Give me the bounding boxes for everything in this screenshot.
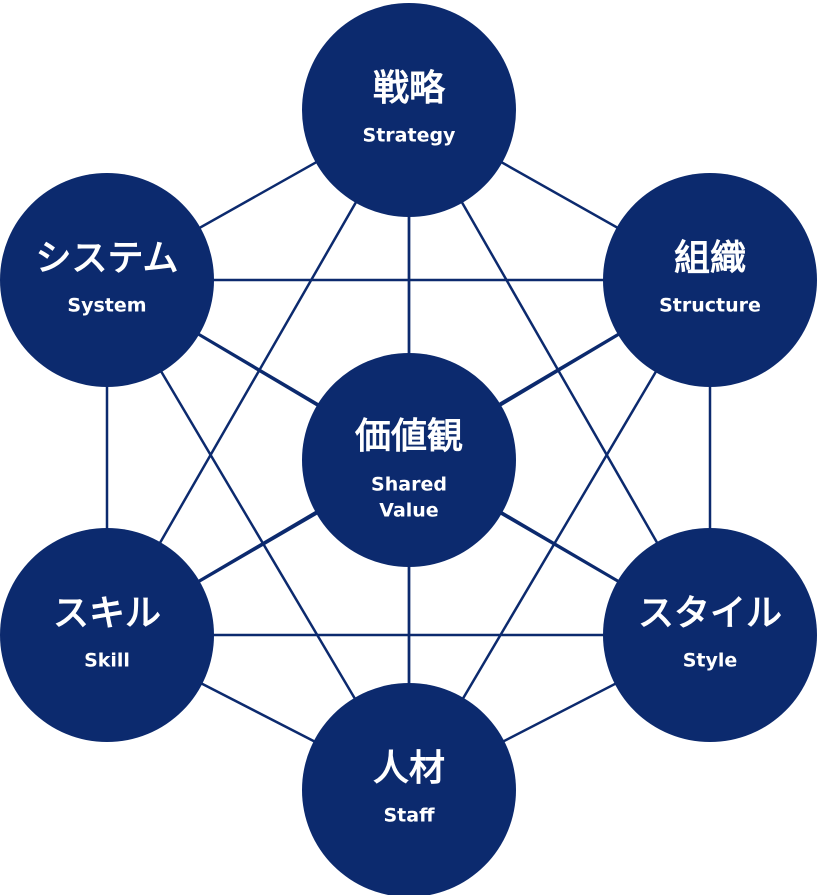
node-circle-shared-value (302, 353, 516, 567)
node-label-jp-staff: 人材 (373, 748, 445, 789)
node-label-jp-style: スタイル (638, 593, 782, 634)
node-label-en-shared-value-0: Shared (371, 474, 447, 496)
node-label-jp-structure: 組織 (674, 238, 746, 279)
node-strategy: 戦略 Strategy (302, 3, 516, 217)
nodes: 戦略 Strategy 組織 Structure スタイル Style 人材 Staff スキル… (0, 3, 817, 895)
node-skill: スキル Skill (0, 528, 214, 742)
node-structure: 組織 Structure (603, 173, 817, 387)
node-label-jp-skill: スキル (53, 593, 161, 634)
node-circle-skill (0, 528, 214, 742)
node-label-jp-shared-value: 価値観 (354, 416, 463, 457)
node-circle-staff (302, 683, 516, 895)
node-system: システム System (0, 173, 214, 387)
node-label-en-structure: Structure (659, 295, 761, 317)
node-staff: 人材 Staff (302, 683, 516, 895)
node-label-en-style: Style (683, 650, 738, 672)
node-circle-structure (603, 173, 817, 387)
node-style: スタイル Style (603, 528, 817, 742)
node-circle-strategy (302, 3, 516, 217)
node-label-en-staff: Staff (384, 805, 436, 827)
node-label-en-skill: Skill (84, 650, 130, 672)
node-label-en-strategy: Strategy (363, 125, 457, 147)
node-circle-system (0, 173, 214, 387)
node-label-jp-system: システム (36, 238, 179, 279)
node-label-en-shared-value-1: Value (379, 500, 438, 522)
node-circle-style (603, 528, 817, 742)
node-label-jp-strategy: 戦略 (373, 68, 446, 109)
node-label-en-system: System (67, 295, 146, 317)
